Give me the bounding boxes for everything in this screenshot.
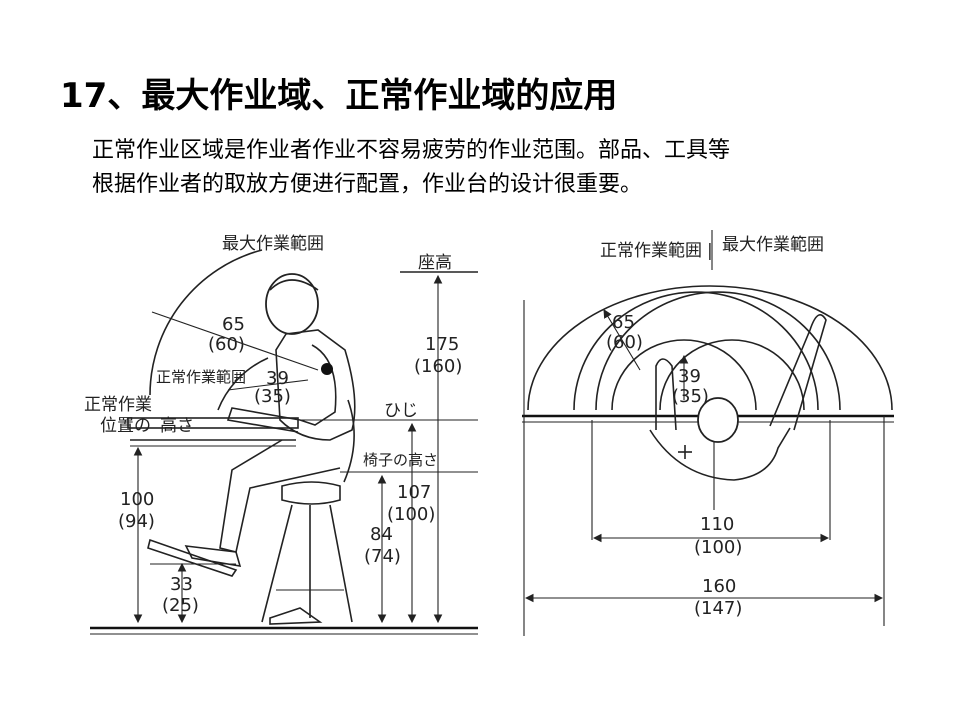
height-100: (100): [387, 504, 435, 525]
person-head-top: [697, 397, 739, 443]
width-147: (147): [694, 598, 742, 619]
person-shoulders-top: [649, 427, 791, 481]
side-reach-normal: 39: [266, 368, 289, 389]
top-view-figure: 正常作業範囲 | 最大作業範囲 65 (60) 39 (35) 110 (100…: [522, 230, 894, 636]
top-reach-max: 65: [612, 312, 635, 333]
width-110: 110: [700, 514, 734, 535]
top-reach-max-alt: (60): [606, 332, 643, 353]
height-84: 84: [370, 524, 393, 545]
normal-position-label-2: 位置の: [100, 416, 151, 436]
side-view-figure: 最大作業範囲 座高 正常作業範囲 正常作業 位置の 高さ ひじ 椅子の高さ 65…: [84, 234, 478, 635]
side-reach-normal-alt: (35): [254, 386, 291, 407]
shoulder-dot: [321, 363, 333, 375]
chair-seat: [281, 481, 341, 505]
height-74: (74): [364, 546, 401, 567]
person-torso: [275, 329, 356, 441]
table-height-94: (94): [118, 511, 155, 532]
height-175: 175: [425, 334, 459, 355]
height-160: (160): [414, 356, 462, 377]
seat-height-label: 座高: [418, 253, 452, 273]
person-leg: [219, 439, 341, 553]
top-divider: |: [707, 241, 713, 261]
top-normal-range-label: 正常作業範囲: [600, 241, 702, 261]
max-range-arc-top: [527, 285, 893, 411]
side-reach-max: 65: [222, 314, 245, 335]
foot-height-33: 33: [170, 574, 193, 595]
paragraph-line-1: 正常作业区域是作业者作业不容易疲劳的作业范围。部品、工具等: [92, 138, 731, 163]
normal-position-label-3: 高さ: [160, 416, 194, 436]
foot-height-25: (25): [162, 595, 199, 616]
max-range-arc: [149, 249, 263, 396]
width-160: 160: [702, 576, 736, 597]
normal-position-label-1: 正常作業: [84, 395, 152, 415]
side-max-range-label: 最大作業範囲: [222, 234, 324, 254]
footrest: [147, 538, 238, 577]
work-table: [127, 417, 299, 429]
top-reach-normal-alt: (35): [672, 386, 709, 407]
description-paragraph: 正常作业区域是作业者作业不容易疲劳的作业范围。部品、工具等 根据作业者的取放方便…: [92, 134, 892, 202]
height-107: 107: [397, 482, 431, 503]
normal-range-arc: [217, 357, 269, 411]
paragraph-line-2: 根据作业者的取放方便进行配置，作业台的设计很重要。: [92, 172, 643, 197]
chair-height-label: 椅子の高さ: [363, 451, 438, 469]
elbow-label: ひじ: [384, 401, 418, 421]
normal-range-arc-top: [611, 339, 757, 411]
top-reach-normal: 39: [678, 366, 701, 387]
side-reach-max-alt: (60): [208, 334, 245, 355]
top-max-range-label: 最大作業範囲: [722, 235, 824, 255]
person-head: [265, 273, 319, 335]
table-height-100: 100: [120, 489, 154, 510]
width-100: (100): [694, 537, 742, 558]
side-normal-range-label: 正常作業範囲: [156, 368, 246, 386]
slide-title: 17、最大作业域、正常作业域的应用: [60, 76, 618, 116]
